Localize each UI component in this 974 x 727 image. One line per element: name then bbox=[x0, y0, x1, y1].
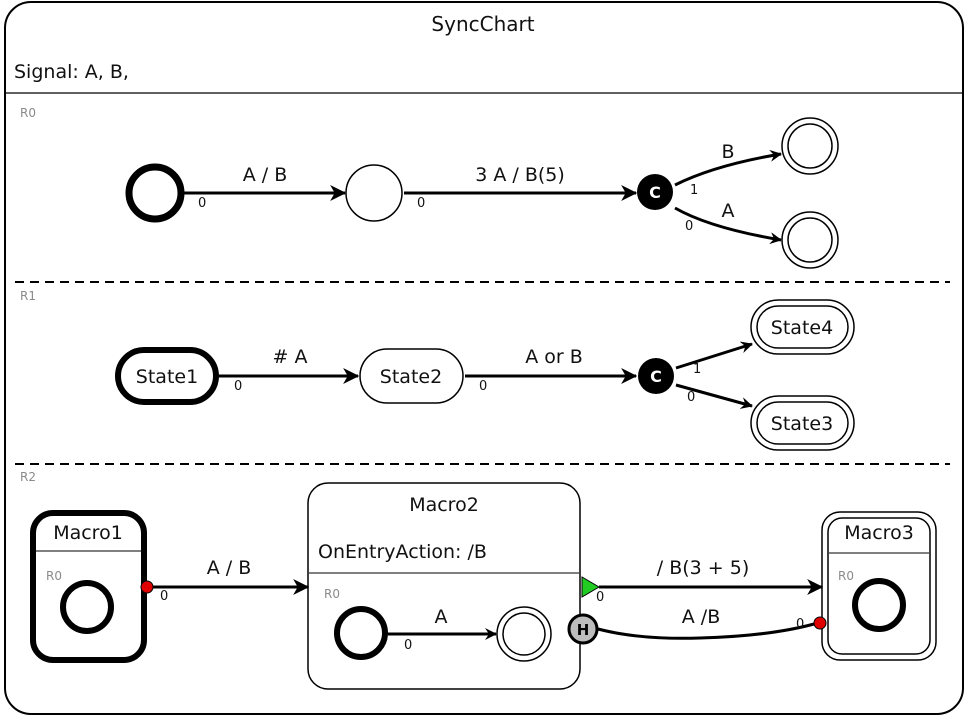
strong-abort-marker-icon[interactable] bbox=[581, 576, 600, 598]
state4-final[interactable] bbox=[750, 299, 855, 355]
r1-transition-2-label: A or B bbox=[525, 346, 583, 368]
macro3-title: Macro3 bbox=[844, 522, 914, 544]
r1-transition-2-priority: 0 bbox=[479, 379, 487, 394]
r0-transition-1-label: A / B bbox=[243, 164, 288, 186]
macro3-termination-dot[interactable] bbox=[813, 616, 827, 630]
r0-transition-4-label: A bbox=[722, 200, 735, 222]
macro1-region-label: R0 bbox=[46, 569, 62, 583]
macro2-inner-final-state-inner bbox=[502, 612, 546, 656]
region-label-r2: R2 bbox=[20, 470, 36, 484]
state1-label: State1 bbox=[136, 366, 198, 388]
macro2-entry-action: OnEntryAction: /B bbox=[318, 541, 487, 563]
macro1-title: Macro1 bbox=[53, 522, 123, 544]
r1-transition-4-priority: 0 bbox=[687, 390, 695, 405]
state3-final[interactable] bbox=[750, 395, 855, 451]
r2-transition-macro1-macro2-priority: 0 bbox=[160, 589, 168, 604]
r1-transition-1-label: # A bbox=[273, 346, 308, 368]
r2-history-transition-label: A /B bbox=[682, 606, 720, 628]
r1-transition-3[interactable] bbox=[675, 341, 753, 370]
r1-conditional-label: C bbox=[650, 367, 662, 386]
state4-label: State4 bbox=[771, 317, 833, 339]
state2[interactable] bbox=[359, 348, 464, 404]
r0-final-state-top-inner bbox=[787, 123, 833, 169]
macro1-normal-termination-dot[interactable] bbox=[140, 580, 154, 594]
r0-state-middle[interactable] bbox=[345, 164, 403, 222]
r0-transition-4[interactable] bbox=[674, 206, 782, 245]
macro3-state-inner bbox=[827, 517, 931, 655]
r0-final-state-bottom-inner bbox=[787, 217, 833, 263]
r0-conditional-state[interactable] bbox=[637, 174, 673, 210]
r0-conditional-label: C bbox=[649, 183, 661, 202]
r0-transition-3-label: B bbox=[721, 141, 734, 163]
macro3-region-label: R0 bbox=[838, 569, 854, 583]
r0-transition-2-label: 3 A / B(5) bbox=[475, 164, 565, 186]
state1-initial[interactable] bbox=[115, 347, 219, 405]
r1-conditional-state[interactable] bbox=[638, 358, 674, 394]
macro2-region-label: R0 bbox=[324, 587, 340, 601]
macro2-inner-final-state[interactable] bbox=[496, 606, 552, 662]
region-label-r1: R1 bbox=[20, 289, 36, 303]
r0-transition-2-priority: 0 bbox=[417, 196, 425, 211]
macro1-inner-initial-state[interactable] bbox=[60, 580, 114, 634]
r0-final-state-bottom[interactable] bbox=[781, 211, 839, 269]
r0-transition-4-priority: 0 bbox=[685, 219, 693, 234]
r0-initial-state[interactable] bbox=[125, 163, 185, 223]
r2-history-transition-priority: 0 bbox=[796, 617, 804, 632]
r0-transition-3[interactable] bbox=[674, 149, 782, 187]
macro3-inner-initial-state[interactable] bbox=[852, 578, 906, 632]
r2-history-transition[interactable] bbox=[597, 622, 815, 640]
r1-transition-1-priority: 0 bbox=[234, 379, 242, 394]
state3-final-inner bbox=[756, 401, 849, 445]
r0-final-state-top[interactable] bbox=[781, 117, 839, 175]
r2-transition-macro2-macro3-priority: 0 bbox=[596, 590, 604, 605]
macro2-inner-transition-label: A bbox=[435, 606, 448, 628]
r2-transition-macro2-macro3-label: / B(3 + 5) bbox=[657, 557, 749, 579]
syncchart-frame bbox=[4, 1, 964, 715]
r1-transition-4[interactable] bbox=[675, 383, 753, 409]
r2-transition-macro1-macro2-label: A / B bbox=[207, 557, 252, 579]
macro2-title: Macro2 bbox=[409, 494, 479, 516]
history-marker-label: H bbox=[577, 621, 590, 639]
r1-transition-3-priority: 1 bbox=[693, 362, 701, 377]
state4-final-inner bbox=[756, 305, 849, 349]
signal-declaration: Signal: A, B, bbox=[14, 61, 129, 83]
macro2-inner-initial-state[interactable] bbox=[334, 606, 388, 660]
r0-transition-3-priority: 1 bbox=[690, 183, 698, 198]
region-label-r0: R0 bbox=[20, 106, 36, 120]
r0-transition-1-priority: 0 bbox=[198, 196, 206, 211]
state2-label: State2 bbox=[380, 366, 442, 388]
state3-label: State3 bbox=[771, 413, 833, 435]
chart-title: SyncChart bbox=[431, 12, 534, 36]
history-marker-icon[interactable] bbox=[567, 613, 599, 645]
macro2-inner-transition-priority: 0 bbox=[404, 638, 412, 653]
